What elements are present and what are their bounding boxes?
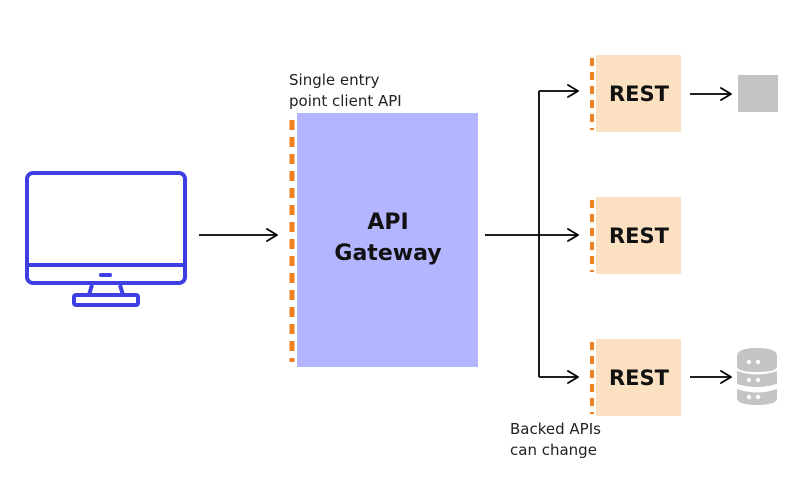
backend-note-line1: Backed APIs (510, 420, 601, 438)
monitor-icon (25, 171, 187, 307)
gateway-title-line1: API (367, 210, 408, 235)
database-icon (737, 348, 777, 405)
rest-service-1-label: REST (609, 82, 670, 106)
rest-service-1: REST (590, 55, 681, 132)
rest-service-2-label: REST (609, 224, 670, 248)
rest-service-3: REST (590, 339, 681, 416)
storage-box-icon (738, 75, 778, 112)
gateway-note-line1: Single entry (289, 71, 380, 89)
rest-service-3-label: REST (609, 366, 670, 390)
api-gateway-box: API Gateway (289, 113, 478, 367)
gateway-title-line2: Gateway (334, 241, 441, 266)
rest-service-2: REST (590, 197, 681, 274)
gateway-note-line2: point client API (289, 92, 402, 110)
backend-note-line2: can change (510, 441, 597, 459)
gateway-to-services-connectors (485, 84, 579, 384)
